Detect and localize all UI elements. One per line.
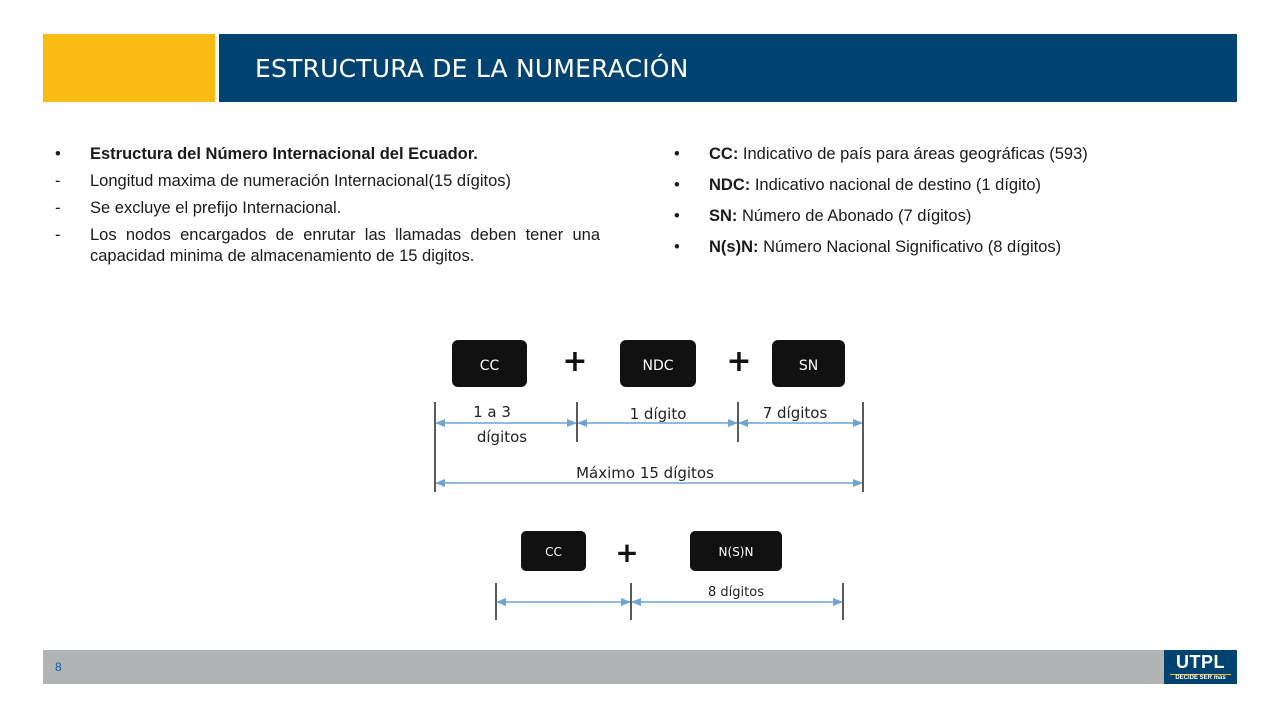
- nsn-box-label: N(S)N: [719, 545, 754, 559]
- logo-divider: [1170, 674, 1231, 675]
- definition-item: • N(s)N: Número Nacional Significativo (…: [674, 237, 1234, 258]
- definition-term: SN:: [709, 207, 738, 225]
- definition-term: N(s)N:: [709, 238, 759, 256]
- plus-icon: +: [615, 536, 638, 569]
- dash-item: - Los nodos encargados de enrutar las ll…: [55, 225, 600, 267]
- dash-marker: -: [55, 226, 61, 244]
- bullet-heading: Estructura del Número Internacional del …: [90, 145, 478, 163]
- dash-item: - Se excluye el prefijo Internacional.: [55, 198, 600, 219]
- definition-term: CC:: [709, 145, 739, 163]
- definition-desc: Número Nacional Significativo (8 dígitos…: [758, 238, 1062, 256]
- logo-text: UTPL: [1176, 652, 1225, 672]
- definition-desc: Indicativo de país para áreas geográfica…: [738, 145, 1088, 163]
- dash-marker: -: [55, 172, 61, 190]
- nsn-span-label: 8 dígitos: [708, 585, 764, 600]
- definition-term: NDC:: [709, 176, 751, 194]
- bullet-marker: •: [674, 176, 680, 194]
- dash-item-text: Se excluye el prefijo Internacional.: [90, 199, 342, 217]
- dash-marker: -: [55, 199, 61, 217]
- cc-box-label: CC: [480, 358, 500, 374]
- plus-icon: +: [562, 344, 587, 379]
- ndc-box-label: NDC: [642, 358, 673, 374]
- total-span-label: Máximo 15 dígitos: [576, 464, 714, 482]
- utpl-logo: UTPL DECIDE SER más: [1164, 650, 1237, 684]
- plus-icon: +: [726, 344, 751, 379]
- sn-span-label: 7 dígitos: [763, 404, 828, 422]
- bullet-marker: •: [674, 207, 680, 225]
- header-accent-block: [43, 34, 215, 102]
- nsn-box: N(S)N: [690, 531, 782, 571]
- bullet-marker: •: [674, 145, 680, 163]
- slide-title: ESTRUCTURA DE LA NUMERACIÓN: [255, 54, 689, 83]
- cc-span-label: 1 a 3: [473, 403, 511, 421]
- definition-desc: Número de Abonado (7 dígitos): [737, 207, 972, 225]
- ndc-box: NDC: [620, 340, 696, 387]
- footer-bar: 8: [43, 650, 1237, 684]
- definition-desc: Indicativo nacional de destino (1 dígito…: [750, 176, 1042, 194]
- definition-item: • NDC: Indicativo nacional de destino (1…: [674, 175, 1234, 196]
- definition-item: • CC: Indicativo de país para áreas geog…: [674, 144, 1234, 165]
- dash-item-text: Los nodos encargados de enrutar las llam…: [90, 226, 600, 265]
- sn-box: SN: [772, 340, 845, 387]
- header-bar: ESTRUCTURA DE LA NUMERACIÓN: [219, 34, 1237, 102]
- bullet-marker: •: [55, 145, 61, 163]
- definition-item: • SN: Número de Abonado (7 dígitos): [674, 206, 1234, 227]
- cc-span-label-2: dígitos: [477, 428, 527, 446]
- left-column: • Estructura del Número Internacional de…: [55, 144, 600, 273]
- cc-box: CC: [452, 340, 527, 387]
- right-column: • CC: Indicativo de país para áreas geog…: [674, 144, 1234, 268]
- page-number: 8: [55, 660, 62, 674]
- sn-box-label: SN: [799, 358, 818, 374]
- cc-box-bottom: CC: [521, 531, 586, 571]
- dash-item: - Longitud maxima de numeración Internac…: [55, 171, 600, 192]
- bullet-marker: •: [674, 238, 680, 256]
- dash-item-text: Longitud maxima de numeración Internacio…: [90, 172, 511, 190]
- cc-box-bottom-label: CC: [545, 545, 562, 559]
- ndc-span-label: 1 dígito: [630, 405, 687, 423]
- numbering-diagram: CC + NDC + SN 1 a 3 dígitos 1 dígito 7: [434, 340, 864, 620]
- logo-tagline: DECIDE SER más: [1175, 675, 1226, 681]
- bullet-item: • Estructura del Número Internacional de…: [55, 144, 600, 165]
